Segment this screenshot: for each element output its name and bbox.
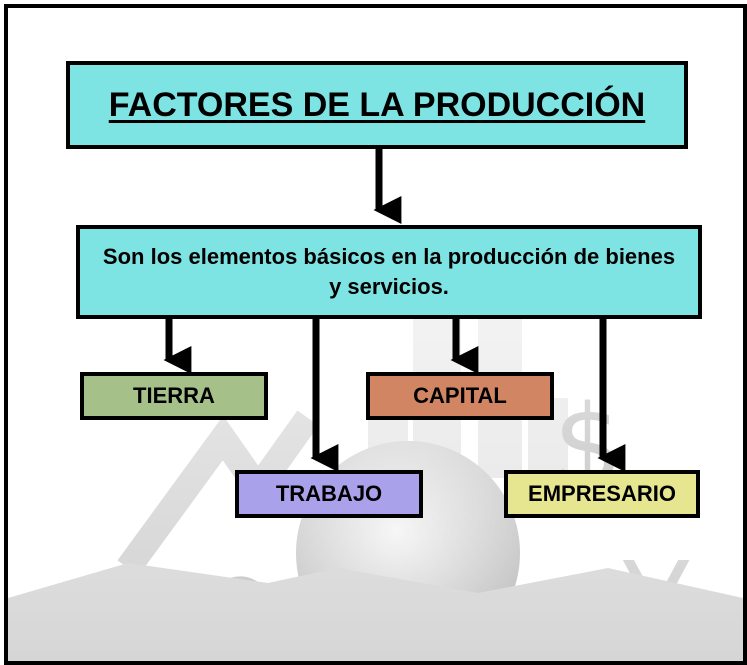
factor-tierra: TIERRA xyxy=(80,372,268,420)
diagram-title: FACTORES DE LA PRODUCCIÓN xyxy=(108,85,646,124)
factor-label: EMPRESARIO xyxy=(528,481,676,506)
connector-arrows xyxy=(163,149,626,472)
factor-trabajo: TRABAJO xyxy=(235,470,423,518)
slide-frame: $ ¥ € FACTORES DE LA PRODUCCIÓN Son los … xyxy=(4,4,747,665)
factor-capital: CAPITAL xyxy=(366,372,554,420)
description-text: Son los elementos básicos en la producci… xyxy=(102,244,676,299)
factor-label: CAPITAL xyxy=(413,383,507,408)
factor-empresario: EMPRESARIO xyxy=(504,470,700,518)
title-box: FACTORES DE LA PRODUCCIÓN xyxy=(66,61,688,149)
description-box: Son los elementos básicos en la producci… xyxy=(76,225,702,319)
factor-label: TRABAJO xyxy=(275,481,383,506)
factor-label: TIERRA xyxy=(133,383,215,408)
